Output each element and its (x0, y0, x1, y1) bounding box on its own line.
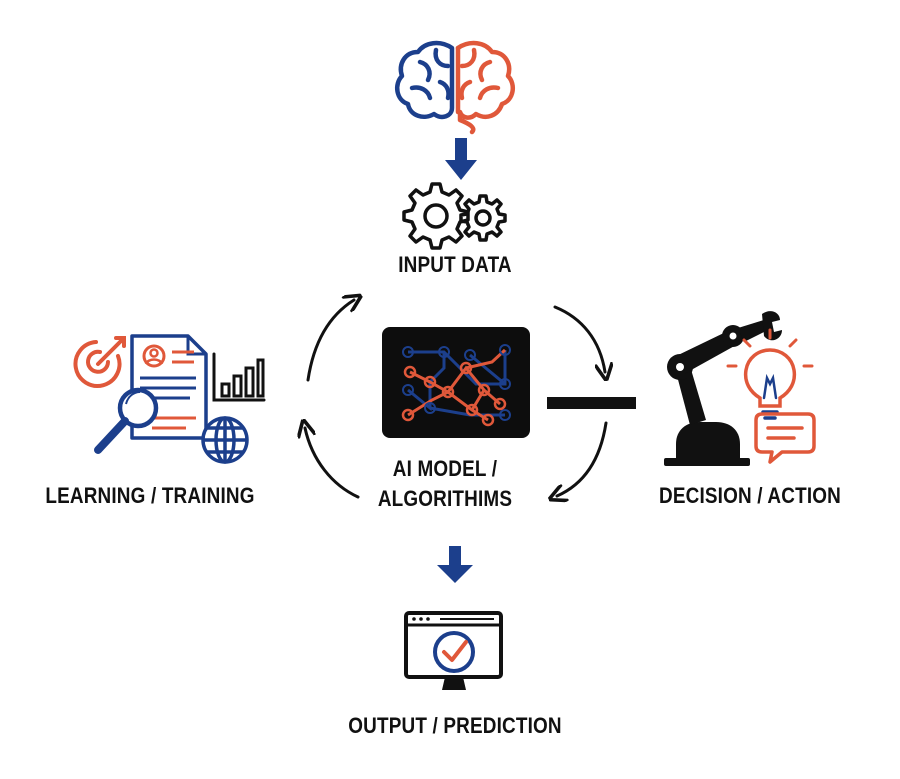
learning-training-label: LEARNING / TRAINING (45, 483, 255, 508)
lightbulb-icon (726, 328, 814, 420)
ai-model-label-line2: ALGORITHIMS (377, 486, 513, 511)
ai-model-label: AI MODEL / ALGORITHIMS (346, 454, 544, 514)
arrow-bottom-left (305, 428, 360, 499)
decision-action-label: DECISION / ACTION (659, 483, 841, 508)
arrow-top-right (553, 305, 605, 372)
connector-bar (547, 397, 636, 409)
arrow-bottom-right (557, 421, 608, 496)
brain-icon (394, 40, 516, 135)
globe-icon (201, 416, 249, 464)
cycle-arrows (305, 300, 606, 497)
target-icon (73, 336, 126, 388)
arrow-top-left (306, 300, 354, 382)
arrow-model-to-output (437, 546, 473, 583)
robot-arm-icon (664, 311, 782, 466)
input-data-label: INPUT DATA (398, 252, 512, 277)
document-search-icon (94, 334, 208, 454)
bar-chart-icon (212, 352, 266, 402)
arrow-brain-to-gears (445, 138, 477, 180)
monitor-check-icon (404, 611, 503, 690)
gears-icon (402, 182, 507, 250)
chat-bubble-icon (754, 412, 816, 464)
output-prediction-label: OUTPUT / PREDICTION (348, 713, 562, 738)
ai-model-label-line1: AI MODEL / (392, 456, 498, 481)
neural-network-icon (382, 327, 530, 438)
